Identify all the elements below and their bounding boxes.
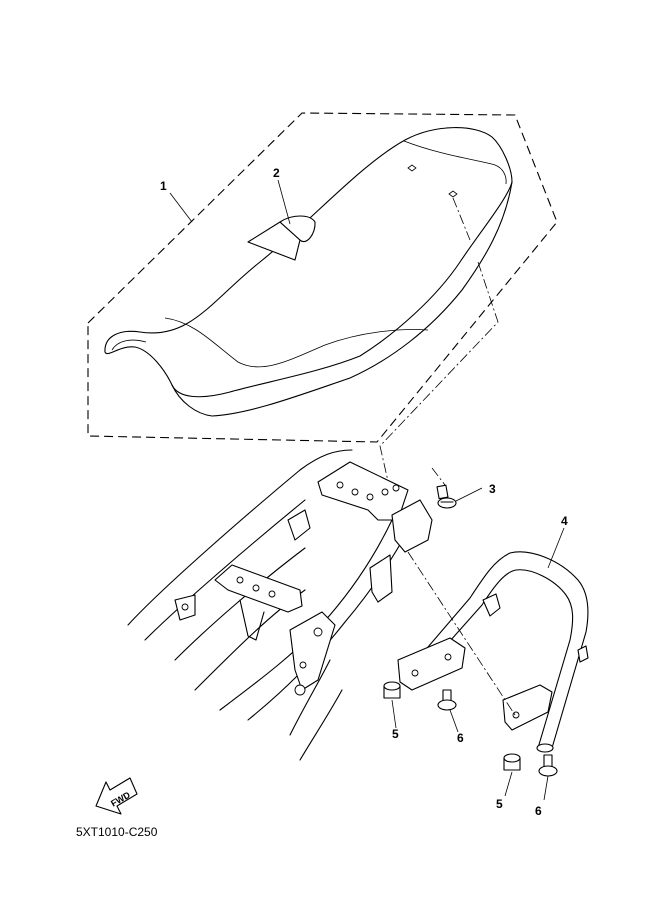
bolt-3[interactable] (431, 467, 457, 509)
leader-5-right (504, 771, 513, 797)
collar-5-left[interactable] (383, 681, 401, 699)
leader-5-left (391, 699, 397, 729)
callout-5-right: 5 (496, 797, 503, 811)
leader-3 (455, 487, 483, 502)
callout-3: 3 (489, 482, 496, 496)
callout-6-right: 6 (535, 804, 542, 818)
seat-assembly-boundary (87, 112, 558, 443)
seat-assembly-group (87, 112, 558, 443)
seat[interactable] (104, 127, 513, 417)
leader-4 (547, 527, 565, 569)
collar-5-right[interactable] (503, 753, 521, 771)
leader-1 (169, 192, 193, 223)
callout-5-left: 5 (392, 727, 399, 741)
grab-bar[interactable] (397, 551, 589, 753)
forward-direction-arrow-icon: FWD (95, 777, 138, 815)
leader-6-right (543, 775, 549, 801)
diagram-code: 5XT1010-C250 (76, 825, 158, 839)
callout-2: 2 (273, 166, 280, 180)
callout-6-left: 6 (457, 731, 464, 745)
leader-2 (277, 179, 291, 225)
leader-6-left (449, 709, 459, 733)
seat-hook-alignment-line (379, 261, 499, 491)
seat-label-sticker[interactable] (247, 215, 316, 261)
callout-4: 4 (561, 514, 568, 528)
grab-bar-alignment-line (407, 551, 516, 716)
bolt-6-right[interactable] (538, 754, 558, 777)
bolt-6-left[interactable] (437, 689, 457, 711)
callout-1: 1 (160, 179, 167, 193)
rear-frame (127, 449, 433, 761)
